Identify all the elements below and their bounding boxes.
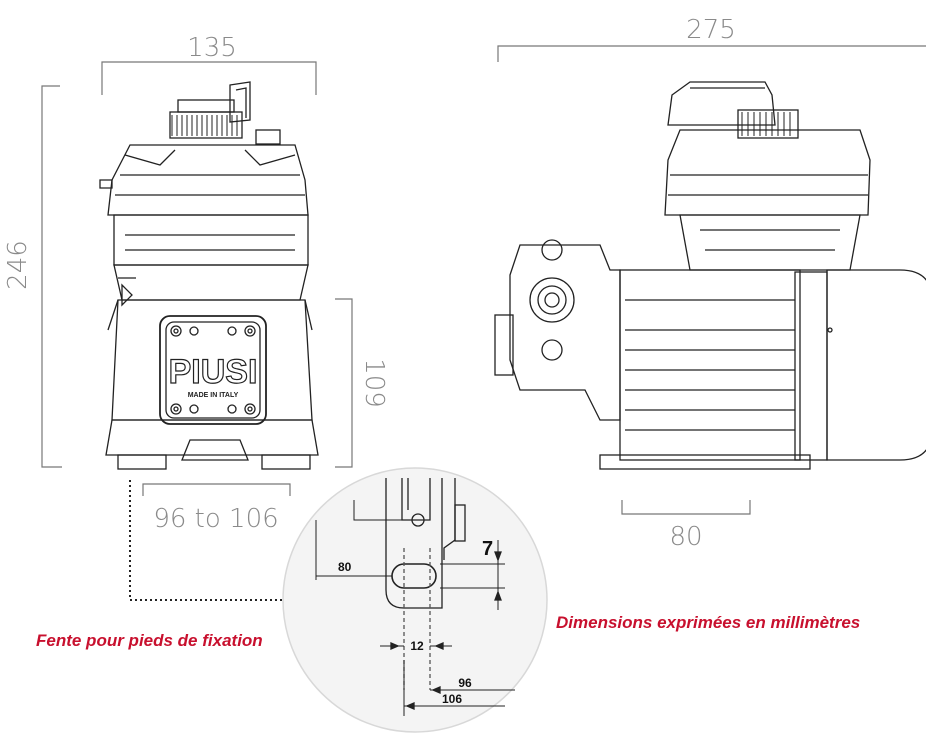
width-135-label: 135 [187, 33, 237, 63]
side-foot-80-label: 80 [669, 522, 702, 552]
detail-80-label: 80 [338, 560, 352, 574]
detail-7-label: 7 [482, 538, 493, 560]
detail-106-label: 106 [442, 692, 462, 706]
foot-spacing-label: 96 to 106 [153, 504, 278, 534]
front-dimension-lines [41, 61, 353, 601]
side-view-pump [494, 81, 926, 470]
slot-caption: Fente pour pieds de fixation [36, 631, 263, 650]
front-view-pump [99, 81, 319, 470]
detail-magnifier [282, 467, 548, 733]
length-275-label: 275 [686, 15, 736, 45]
height-109-label: 109 [359, 358, 389, 408]
height-246-label: 246 [3, 240, 33, 290]
units-caption: Dimensions exprimées en millimètres [556, 613, 860, 632]
detail-96-label: 96 [458, 676, 472, 690]
brand-logo: PIUSI [169, 353, 258, 391]
made-in-label: MADE IN ITALY [188, 392, 239, 399]
detail-12-label: 12 [410, 639, 424, 653]
side-dimension-lines [497, 45, 926, 515]
